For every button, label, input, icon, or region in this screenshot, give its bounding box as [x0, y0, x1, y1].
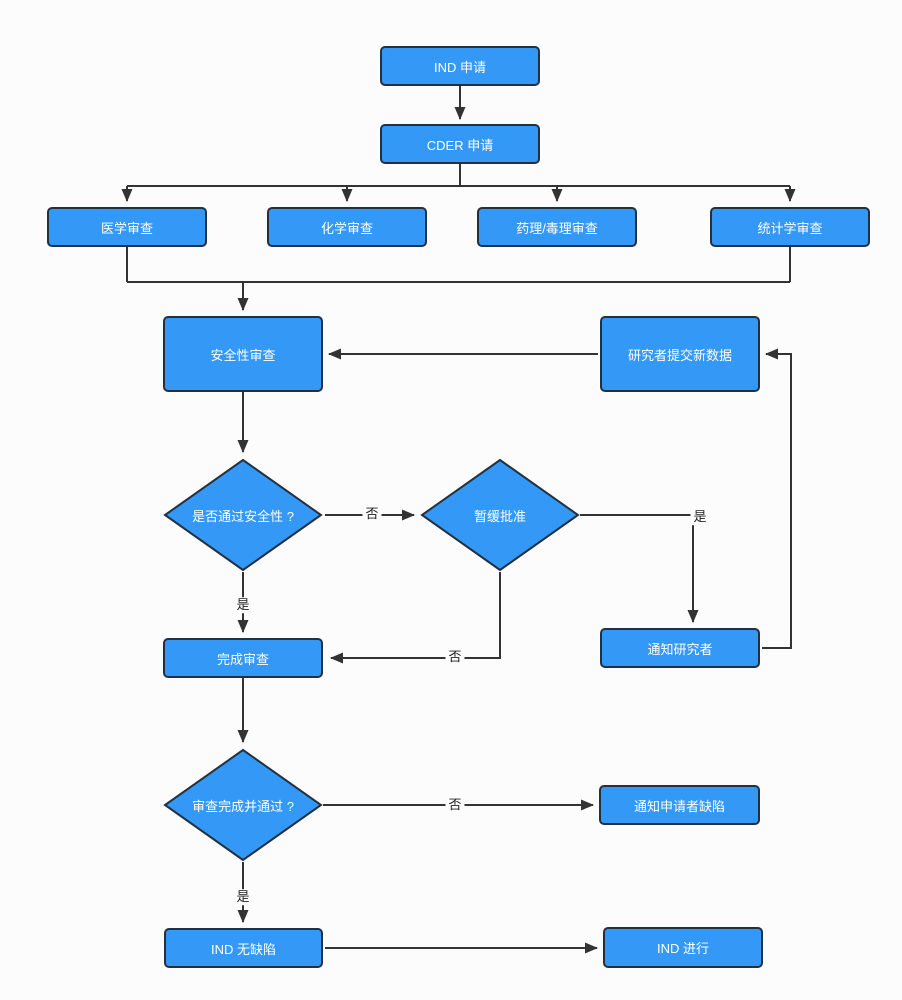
- node-notify-researcher[interactable]: 通知研究者: [600, 628, 760, 668]
- decision-safety-pass[interactable]: 是否通过安全性 ?: [163, 458, 323, 572]
- diamond-shape: [163, 748, 323, 862]
- node-researcher-new-data[interactable]: 研究者提交新数据: [600, 316, 760, 392]
- node-cder-application[interactable]: CDER 申请: [380, 124, 540, 164]
- node-label: 安全性审查: [210, 347, 276, 363]
- node-label: 化学审查: [320, 220, 373, 236]
- node-chemistry-review[interactable]: 化学审查: [267, 207, 427, 247]
- connector: [580, 514, 699, 623]
- node-statistics-review[interactable]: 统计学审查: [710, 207, 870, 247]
- decision-review-complete[interactable]: 审查完成并通过 ?: [163, 748, 323, 862]
- edge-label-yes-review: 是: [233, 889, 253, 905]
- node-label: 通知研究者: [647, 641, 713, 657]
- node-complete-review[interactable]: 完成审查: [163, 638, 323, 678]
- edge-label-yes-safety: 是: [233, 597, 253, 613]
- connector: [330, 572, 501, 664]
- node-label: 医学审查: [100, 220, 153, 236]
- node-label: 暂缓批准: [473, 508, 526, 524]
- node-label: 药理/毒理审查: [516, 220, 598, 236]
- node-ind-application[interactable]: IND 申请: [380, 46, 540, 86]
- node-label: CDER 申请: [426, 137, 494, 153]
- node-label: 审查完成并通过 ?: [192, 798, 294, 814]
- node-label: IND 申请: [433, 59, 486, 75]
- edge-label-no-hold: 否: [445, 649, 465, 665]
- node-medical-review[interactable]: 医学审查: [47, 207, 207, 247]
- node-safety-review[interactable]: 安全性审查: [163, 316, 323, 392]
- node-label: 是否通过安全性 ?: [192, 508, 294, 524]
- edge-label-no-safety: 否: [362, 506, 382, 522]
- decision-clinical-hold[interactable]: 暂缓批准: [420, 458, 580, 572]
- node-label: 统计学审查: [757, 220, 823, 236]
- node-label: 研究者提交新数据: [627, 347, 732, 363]
- node-ind-proceed[interactable]: IND 进行: [603, 927, 763, 968]
- diamond-shape: [163, 458, 323, 572]
- edge-label-no-review: 否: [445, 797, 465, 813]
- node-label: 完成审查: [216, 651, 269, 667]
- node-pharm-tox-review[interactable]: 药理/毒理审查: [477, 207, 637, 247]
- node-ind-no-deficiency[interactable]: IND 无缺陷: [164, 928, 323, 968]
- node-label: IND 无缺陷: [210, 941, 276, 957]
- diamond-shape: [420, 458, 580, 572]
- connector: [762, 348, 792, 649]
- node-label: 通知申请者缺陷: [633, 798, 725, 814]
- node-label: IND 进行: [656, 941, 709, 956]
- node-notify-applicant-deficiency[interactable]: 通知申请者缺陷: [599, 785, 760, 825]
- edge-label-yes-hold: 是: [690, 509, 710, 525]
